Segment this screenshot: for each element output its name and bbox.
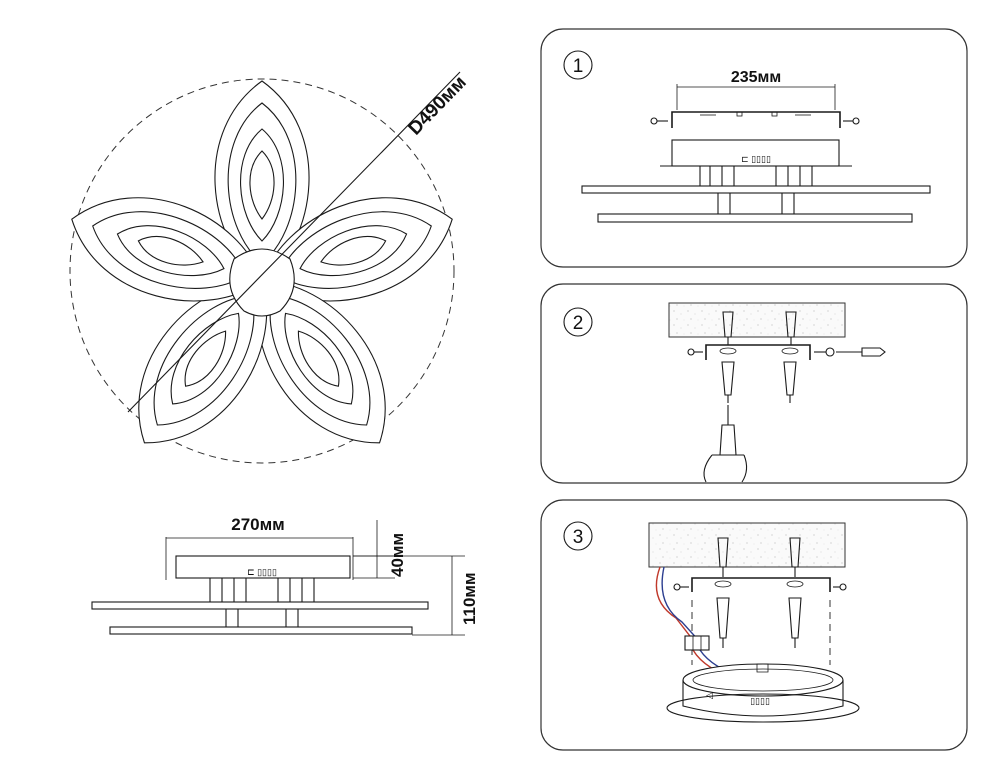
step-1-panel: 1 235мм ⊏ ▯▯▯▯ — [540, 28, 968, 268]
svg-text:▯▯▯▯: ▯▯▯▯ — [750, 696, 770, 706]
svg-text:⊏ ▯▯▯▯: ⊏ ▯▯▯▯ — [741, 154, 771, 164]
step-3-number: 3 — [573, 527, 584, 548]
width-label: 270мм — [231, 515, 285, 534]
svg-text:◁: ◁ — [706, 690, 713, 700]
step-1-dimension: 235мм — [731, 69, 781, 86]
step-2-panel: 2 — [540, 283, 968, 484]
height-total-label: 110мм — [460, 572, 479, 625]
diameter-circle — [69, 78, 455, 464]
diameter-line — [127, 71, 461, 413]
step-2-number: 2 — [573, 313, 584, 334]
height-top-label: 40мм — [388, 533, 407, 577]
diameter-label: D490мм — [404, 72, 470, 139]
step-3-panel: 3 — [540, 499, 968, 751]
step-1-number: 1 — [573, 56, 584, 77]
side-view: 270мм ⊏ ▯▯▯▯ 40мм 110мм — [91, 515, 479, 636]
top-view: D490мм — [56, 71, 471, 472]
svg-text:⊏ ▯▯▯▯: ⊏ ▯▯▯▯ — [247, 567, 277, 577]
